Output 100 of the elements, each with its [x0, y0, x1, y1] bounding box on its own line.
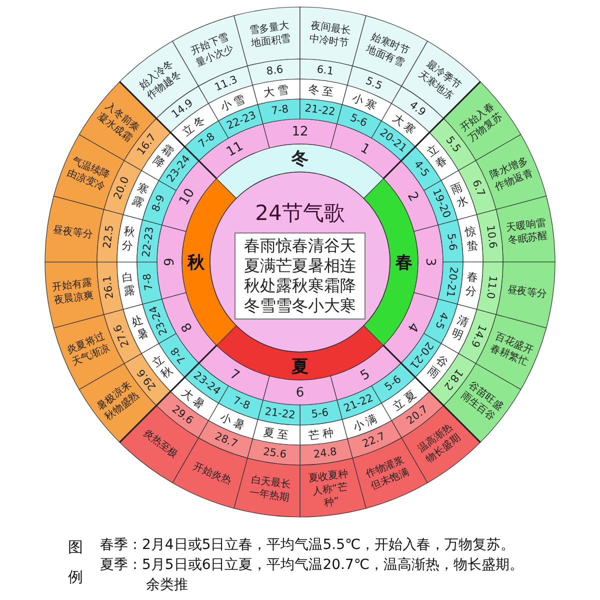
date-cell: [438, 220, 464, 262]
month-number: 12: [292, 124, 308, 139]
description-text: 百花盛开春耕繁忙: [488, 330, 536, 370]
month-number: 1: [358, 140, 373, 158]
temperature-value: 27.6: [112, 322, 132, 349]
date-cell: [300, 98, 342, 124]
poem: 春雨惊春清谷天夏满芒夏暑相连秋处露秋寒霜降冬雪雪冬小大寒: [243, 236, 357, 316]
description-text: 开始有露夜晨凉爽: [50, 276, 96, 308]
month-number: 9: [162, 258, 177, 266]
term-name: 春分: [464, 270, 479, 300]
description-text: 暑极凉来秋物盛熟: [94, 380, 142, 426]
description-cell: [44, 196, 104, 262]
term-name: 白露: [121, 270, 136, 300]
date-cell: [300, 400, 342, 426]
date-range: 7-8: [270, 103, 290, 118]
description-text: 天暖响雷冬眠苏醒: [504, 216, 550, 248]
description-text: 炎热至极: [140, 426, 181, 462]
term-name: 大雪: [262, 81, 292, 100]
date-range: 7-8: [196, 130, 218, 151]
title: 24节气歌: [255, 200, 345, 227]
season-name: 秋: [188, 252, 204, 274]
date-range: 20-21: [444, 266, 460, 298]
temperature-value: 25.6: [262, 446, 288, 461]
month-number: 5: [358, 366, 373, 384]
description-text: 始入冷冬作物越冬: [136, 58, 184, 102]
date-cell: [136, 220, 162, 262]
date-range: 5-6: [444, 232, 459, 252]
term-name: 处暑: [130, 312, 150, 344]
description-text: 炎夏将过天气渐凉: [64, 330, 112, 370]
temperature-value: 8.6: [266, 64, 284, 78]
description-text: 气温续降由凉变冷: [64, 154, 112, 195]
term-name: 霜降: [150, 142, 176, 170]
month-number: 8: [178, 320, 196, 335]
description-text: 昼夜等分: [506, 282, 549, 302]
term-name: 惊蛰: [464, 224, 479, 254]
month-cell: [156, 224, 186, 300]
date-cell: [136, 262, 162, 304]
temperature-value: 6.7: [470, 178, 488, 198]
season-name: 春: [396, 252, 412, 274]
temperature-value: 14.9: [468, 322, 488, 349]
legend-heading: 图例: [68, 537, 83, 588]
description-text: 开始炎热: [190, 460, 234, 488]
date-range: 8-9: [150, 193, 168, 214]
date-range: 21-22: [304, 102, 336, 118]
description-text: 昼夜等分: [51, 223, 94, 242]
month-number: 3: [423, 258, 438, 266]
term-name: 清明: [449, 312, 470, 344]
temperature-value: 20.0: [112, 175, 132, 202]
center-circle: [210, 172, 390, 352]
term-name: 寒露: [130, 180, 151, 212]
date-range: 5-6: [382, 373, 404, 394]
description-text: 夜间最长中冷时节: [308, 19, 352, 51]
description-text: 雪多量大地面积雪: [248, 19, 292, 51]
description-text: 降水增多作物返青: [488, 154, 536, 195]
description-text: 始寒时节地面有雪: [364, 30, 412, 71]
description-text: 夏收夏种人称“芒种”: [306, 467, 350, 510]
month-cell: [262, 118, 338, 148]
temperature-value: 22.5: [101, 224, 116, 250]
temperature-value: 26.1: [101, 274, 116, 300]
date-cell: [258, 98, 300, 124]
month-number: 6: [296, 385, 304, 400]
season-name: 夏: [292, 356, 308, 378]
description-text: 作物灌浆但未饱满: [364, 454, 412, 494]
term-name: 夏至: [262, 424, 292, 443]
date-range: 4-5: [411, 158, 432, 180]
date-range: 4-5: [432, 310, 450, 331]
description-text: 开始下雪量小次少: [188, 30, 236, 71]
temperature-value: 24.8: [312, 446, 338, 461]
description-cell: [496, 262, 556, 328]
term-name: 小寒: [350, 90, 382, 114]
date-range: 5-6: [348, 112, 369, 130]
month-number: 7: [227, 366, 242, 384]
legend-note: 余类推: [146, 576, 188, 594]
term-name: 冬至: [308, 81, 338, 100]
season-name: 冬: [292, 148, 308, 170]
month-cell: [414, 224, 444, 300]
temperature-cell: [476, 262, 504, 315]
month-number: 4: [404, 320, 422, 335]
poem-box: [234, 232, 366, 320]
date-range: 7-8: [141, 272, 156, 292]
term-name: 秋分: [121, 224, 136, 254]
date-range: 22-23: [140, 226, 156, 258]
temperature-value: 6.1: [316, 64, 334, 78]
temperature-cell: [247, 58, 300, 86]
description-text: 白天最长一年热期: [248, 474, 292, 505]
date-range: 21-22: [264, 406, 296, 422]
date-range: 7-8: [168, 344, 189, 366]
description-text: 入冬前奏凝水成霜: [94, 100, 142, 144]
legend-note: 春季：2月4日或5日立春，平均气温5.5℃，开始入春，万物复苏。: [100, 536, 515, 554]
date-cell: [438, 262, 464, 304]
month-cell: [262, 376, 338, 406]
term-name: 芒种: [308, 424, 338, 443]
date-cell: [258, 400, 300, 426]
month-number: 2: [404, 189, 422, 204]
date-range: 7-8: [231, 394, 252, 412]
temperature-value: 11.0: [484, 274, 499, 300]
month-number: 11: [224, 138, 246, 160]
legend-note: 夏季：5月5日或6日立夏，平均气温20.7℃，温高渐热，物长盛期。: [100, 556, 524, 574]
month-number: 10: [176, 186, 198, 208]
temperature-value: 5.5: [364, 74, 384, 92]
